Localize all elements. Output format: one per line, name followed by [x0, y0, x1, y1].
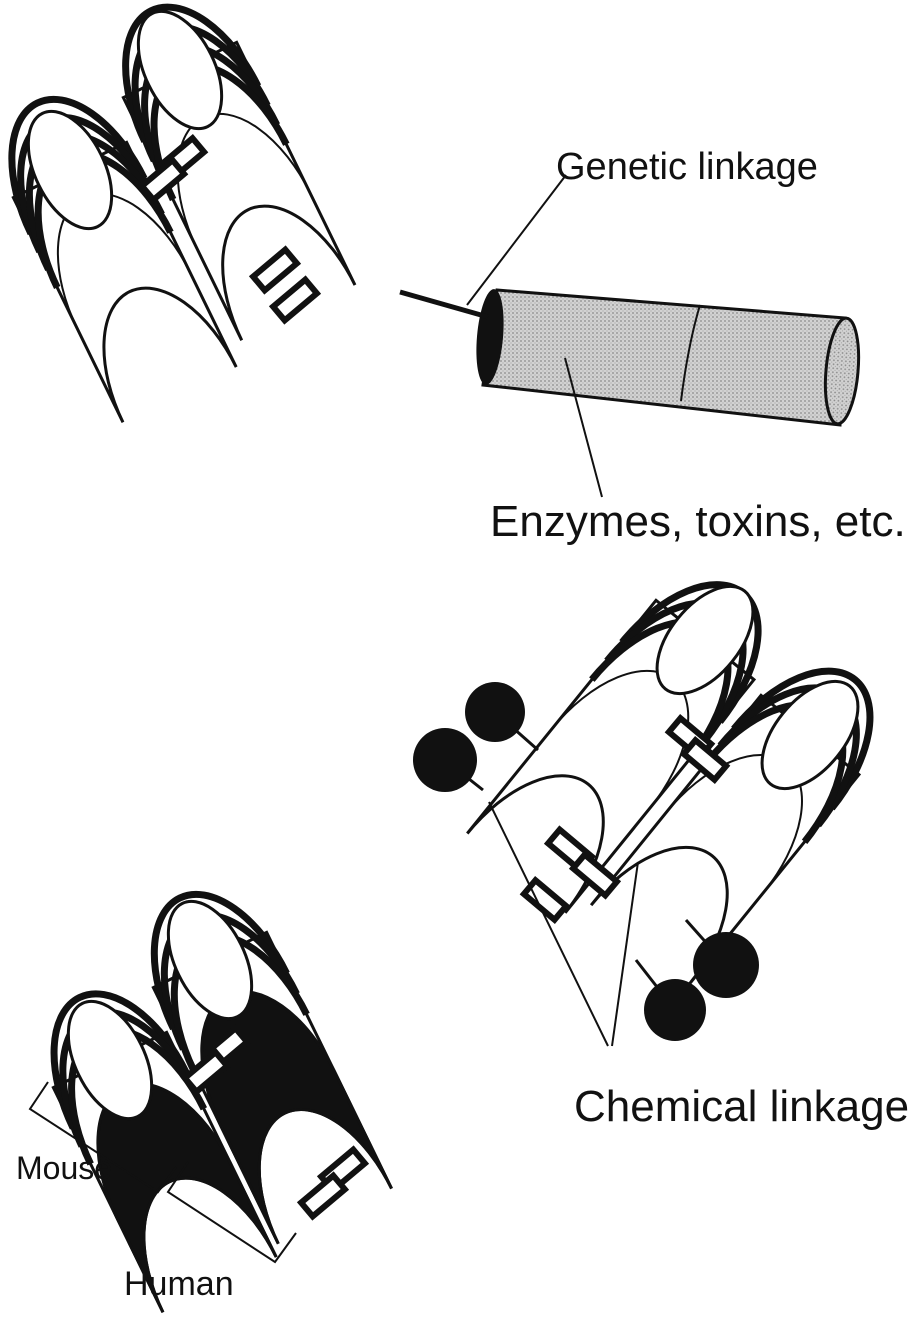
disulfide-bridge — [573, 855, 617, 896]
antibody-enzyme-fusion — [11, 0, 355, 422]
chimeric-antibody — [51, 888, 391, 1312]
genetic-linkage-label: Genetic linkage — [556, 146, 818, 189]
enzymes-toxins-label: Enzymes, toxins, etc. — [490, 497, 906, 547]
chemical-linkage-label: Chemical linkage — [574, 1082, 909, 1132]
antibody-conjugate — [413, 569, 877, 1041]
disulfide-bridge — [301, 1176, 345, 1217]
human-region-label: Human — [124, 1265, 234, 1304]
attached-molecule — [413, 728, 483, 792]
mouse-region-label: Mouse — [16, 1150, 112, 1187]
heavy-chain-cylinder — [151, 888, 391, 1244]
attached-molecule — [465, 682, 538, 750]
disulfide-bridge — [273, 280, 317, 321]
disulfide-bridge — [253, 250, 297, 291]
enzyme-fusion-cylinder — [473, 288, 863, 425]
